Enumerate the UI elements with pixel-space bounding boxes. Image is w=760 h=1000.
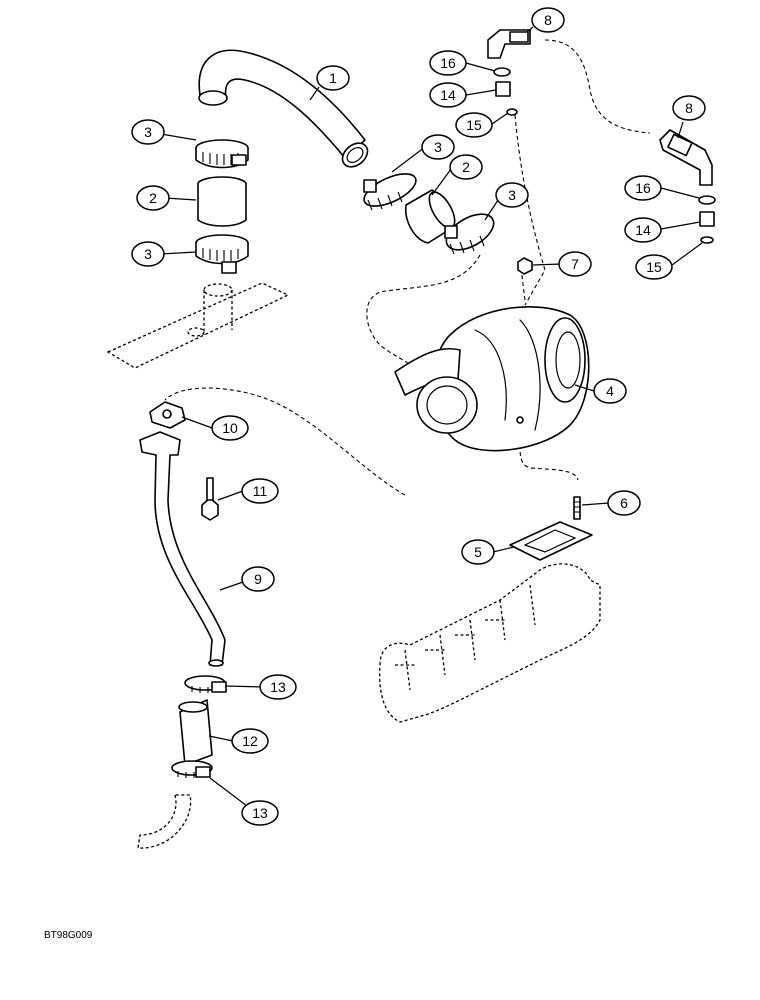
- hose-clamp-lower-2: [171, 760, 213, 778]
- callout-3-label: 3: [144, 124, 152, 140]
- turbocharger: [394, 306, 590, 452]
- callout-16: 16: [429, 50, 467, 76]
- o-ring-right: [700, 236, 714, 244]
- callout-2-label: 2: [149, 190, 157, 206]
- o-ring-top: [506, 108, 518, 116]
- exhaust-manifold-ghost: [379, 563, 601, 723]
- elbow-fitting-top: [487, 29, 531, 59]
- figure-code: BT98G009: [44, 930, 93, 941]
- hose-lower: [178, 699, 213, 766]
- connector-top: [495, 81, 511, 97]
- washer-top: [493, 67, 511, 77]
- callout-9-label: 9: [254, 571, 262, 587]
- callout-15: 15: [635, 254, 673, 280]
- callout-3: 3: [421, 134, 455, 160]
- callout-4: 4: [593, 378, 627, 404]
- callout-14: 14: [624, 217, 662, 243]
- assembly-path-lines: [164, 39, 651, 496]
- callout-5-label: 5: [474, 544, 482, 560]
- callout-12-label: 12: [242, 733, 258, 749]
- callout-16: 16: [624, 175, 662, 201]
- callout-3-label: 3: [434, 139, 442, 155]
- callout-14-label: 14: [440, 87, 456, 103]
- drain-hose-ghost: [137, 794, 192, 849]
- callout-2-label: 2: [462, 159, 470, 175]
- callout-13: 13: [241, 800, 279, 826]
- callout-15-label: 15: [466, 117, 482, 133]
- leader-lines: [160, 26, 703, 807]
- elbow-fitting-right: [659, 129, 713, 186]
- callout-15: 15: [455, 112, 493, 138]
- callout-13-label: 13: [252, 805, 268, 821]
- callout-13-label: 13: [270, 679, 286, 695]
- connector-right: [699, 211, 715, 227]
- sleeve-left: [197, 176, 247, 227]
- callout-3: 3: [131, 241, 165, 267]
- callout-14-label: 14: [635, 222, 651, 238]
- callout-15-label: 15: [646, 259, 662, 275]
- callout-10: 10: [211, 415, 249, 441]
- callout-8: 8: [672, 95, 706, 121]
- drain-tube: [139, 431, 226, 667]
- callout-7-label: 7: [571, 256, 579, 272]
- callout-11: 11: [241, 478, 279, 504]
- stud: [573, 496, 581, 520]
- callout-10-label: 10: [222, 420, 238, 436]
- callout-2: 2: [136, 185, 170, 211]
- callout-16-label: 16: [635, 180, 651, 196]
- callout-6: 6: [607, 490, 641, 516]
- callout-3: 3: [131, 119, 165, 145]
- callout-13: 13: [259, 674, 297, 700]
- callout-12: 12: [231, 728, 269, 754]
- hose-clamp-left-upper: [195, 139, 249, 169]
- callout-2: 2: [449, 154, 483, 180]
- callout-3: 3: [495, 182, 529, 208]
- callout-8-label: 8: [544, 12, 552, 28]
- adapter-plate-ghost: [106, 282, 290, 369]
- hose-clamp-mid-1: [363, 173, 417, 211]
- hose-clamp-mid-2: [444, 213, 495, 255]
- drain-tube-flange: [149, 401, 186, 429]
- callout-4-label: 4: [606, 383, 614, 399]
- hose-clamp-left-lower: [195, 234, 249, 274]
- callout-9: 9: [241, 566, 275, 592]
- hose-1: [198, 49, 369, 168]
- callout-3-label: 3: [508, 187, 516, 203]
- callout-8-label: 8: [685, 100, 693, 116]
- gasket: [509, 521, 593, 561]
- callout-6-label: 6: [620, 495, 628, 511]
- nut: [517, 257, 533, 275]
- washer-right: [698, 195, 716, 205]
- callout-14: 14: [429, 82, 467, 108]
- callout-1-label: 1: [329, 70, 337, 86]
- callout-16-label: 16: [440, 55, 456, 71]
- callout-7: 7: [558, 251, 592, 277]
- callout-5: 5: [461, 539, 495, 565]
- callout-11-label: 11: [253, 483, 268, 499]
- callout-8: 8: [531, 7, 565, 33]
- cap-screw: [201, 477, 219, 521]
- callout-1: 1: [316, 65, 350, 91]
- hose-clamp-lower-1: [184, 675, 227, 693]
- callout-3-label: 3: [144, 246, 152, 262]
